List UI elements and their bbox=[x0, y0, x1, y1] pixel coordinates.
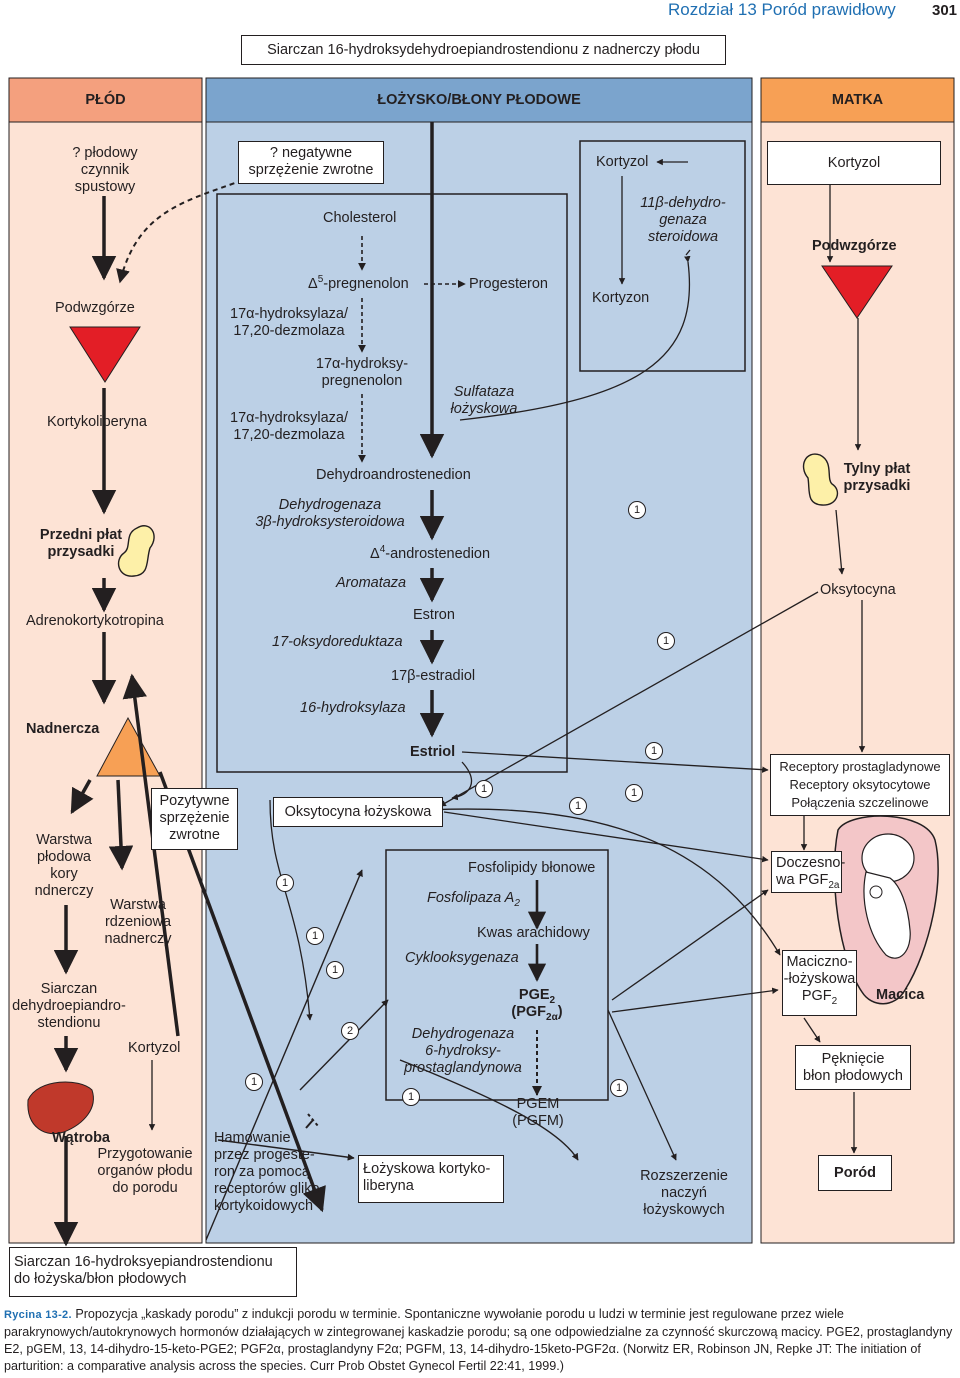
fetus-hand-shape bbox=[869, 885, 883, 899]
top-box-text: Siarczan 16-hydroksydehydroepiandrostend… bbox=[267, 42, 700, 58]
cyclooxygenase-label: Cyklooksygenaza bbox=[405, 950, 519, 966]
fetus-header-bg bbox=[8, 77, 203, 123]
fetus-header: PŁÓD bbox=[85, 92, 126, 108]
maternal-pituitary-shape bbox=[802, 453, 839, 506]
cortisol-frame bbox=[579, 140, 746, 372]
maternal-cortisol-box: Kortyzol bbox=[767, 141, 941, 185]
figure-number: Rycina 13-2. bbox=[4, 1309, 72, 1321]
fetal-cortisol-label: Kortyzol bbox=[128, 1040, 181, 1056]
figure-caption: Rycina 13-2. Propozycja „kaskady porodu”… bbox=[4, 1306, 959, 1375]
decidual-pgf-box: Doczesno- wa PGF2a bbox=[771, 851, 845, 893]
estradiol-label: 17β-estradiol bbox=[391, 668, 476, 684]
crh-label: Kortykoliberyna bbox=[47, 414, 147, 430]
aromatase-label: Aromataza bbox=[336, 575, 407, 591]
estrone-label: Estron bbox=[413, 607, 455, 623]
arachidonic-label: Kwas arachidowy bbox=[477, 925, 590, 941]
myometrial-pgf-box: Maciczno--łożyskowa PGF2 bbox=[782, 950, 857, 1016]
pgem-label: PGEM(PGFM) bbox=[512, 1096, 564, 1129]
acth-label: Adrenokortykotropina bbox=[26, 613, 164, 629]
enzyme-17a-2: 17α-hydroksylaza/17,20-dezmolaza bbox=[230, 410, 348, 443]
maternal-hypothalamus-label: Podwzgórze bbox=[812, 238, 897, 254]
phospholipids-label: Fosfolipidy błonowe bbox=[468, 860, 596, 876]
fetal-hypothalamus-triangle bbox=[69, 326, 141, 383]
hydroxylase16-label: 16-hydroksylaza bbox=[300, 700, 406, 716]
hydroxypregnenolone-label: 17α-hydroksy-pregnenolon bbox=[315, 356, 409, 389]
placental-crh-box: Łożyskowa kortyko-liberyna bbox=[358, 1155, 504, 1203]
androstenedione-label: Δ4-androstenedion bbox=[370, 544, 491, 562]
mother-header: MATKA bbox=[831, 92, 884, 108]
cortisone-label: Kortyzon bbox=[592, 290, 650, 306]
placenta-header-bg bbox=[205, 77, 753, 123]
steroid-frame bbox=[216, 193, 568, 773]
dhea-label: Dehydroandrostenedion bbox=[316, 467, 471, 483]
fetal-hypothalamus-label: Podwzgórze bbox=[55, 300, 135, 316]
placental-oxytocin-box: Oksytocyna łożyskowa bbox=[273, 797, 443, 827]
enzyme-17a-1: 17α-hydroksylaza/17,20-dezmolaza bbox=[230, 306, 348, 339]
pge2-label: PGE2 (PGF2α) bbox=[511, 987, 563, 1023]
labor-box: Poród bbox=[818, 1155, 892, 1191]
pregnenolone-label: Δ5-pregnenolon bbox=[308, 274, 409, 292]
page-number: 301 bbox=[932, 2, 958, 19]
phospholipase-label: Fosfolipaza A2 bbox=[427, 890, 520, 909]
cholesterol-label: Cholesterol bbox=[323, 210, 397, 226]
caption-text: Propozycja „kaskady porodu” z indukcji p… bbox=[4, 1307, 953, 1373]
liver-label: Wątroba bbox=[52, 1130, 110, 1146]
prostaglandin-frame bbox=[385, 849, 609, 1101]
chapter-title: Rozdział 13 Poród prawidłowy bbox=[668, 0, 896, 19]
maternal-hypothalamus-triangle bbox=[821, 265, 893, 319]
uterus-label: Macica bbox=[876, 987, 925, 1003]
fetal-pituitary-shape bbox=[117, 525, 155, 577]
placenta-column-bg bbox=[205, 77, 753, 1244]
mother-header-bg bbox=[760, 77, 955, 123]
marker-circles bbox=[245, 501, 675, 1106]
oxidoreductase-label: 17-oksydoreduktaza bbox=[272, 634, 403, 650]
liver-shape bbox=[27, 1081, 94, 1135]
progesterone-label: Progesteron bbox=[469, 276, 548, 292]
placenta-header: ŁOŻYSKO/BŁONY PŁODOWE bbox=[377, 92, 581, 108]
maternal-oxytocin-label: Oksytocyna bbox=[820, 582, 896, 598]
placental-cortisol-label: Kortyzol bbox=[596, 154, 649, 170]
top-box: Siarczan 16-hydroksydehydroepiandrostend… bbox=[241, 35, 726, 65]
adrenal-label: Nadnercza bbox=[26, 721, 100, 737]
estriol-label: Estriol bbox=[410, 744, 456, 760]
